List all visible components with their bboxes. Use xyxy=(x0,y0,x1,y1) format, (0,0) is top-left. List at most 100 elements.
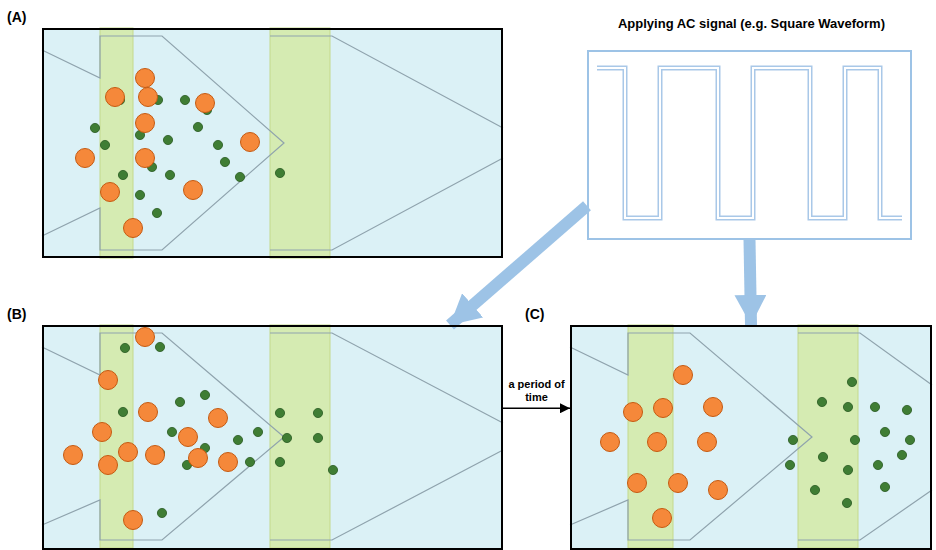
particles xyxy=(76,69,285,238)
small-particle xyxy=(235,172,244,181)
small-particle xyxy=(873,460,882,469)
large-particle xyxy=(139,403,158,422)
large-particle xyxy=(704,398,723,417)
small-particle xyxy=(850,435,859,444)
large-particle xyxy=(136,114,155,133)
small-particle xyxy=(220,157,229,166)
large-particle xyxy=(179,428,198,447)
square-waveform xyxy=(597,68,902,218)
large-particle xyxy=(648,433,667,452)
large-particle xyxy=(99,456,118,475)
panel-a-drawing xyxy=(42,28,503,258)
small-particle xyxy=(843,465,852,474)
electrode-outline xyxy=(798,333,932,385)
large-particle xyxy=(136,149,155,168)
small-particle xyxy=(118,407,127,416)
panel-a: (A) xyxy=(42,28,503,258)
large-particle xyxy=(146,446,165,465)
block-arrow xyxy=(750,240,752,325)
channel-ground xyxy=(42,325,503,548)
small-particle xyxy=(880,482,889,491)
small-particle xyxy=(245,457,254,466)
small-particle xyxy=(275,168,284,177)
small-particle xyxy=(165,170,174,179)
small-particle xyxy=(842,498,851,507)
large-particle xyxy=(654,399,673,418)
panel-label: (B) xyxy=(7,306,26,322)
small-particle xyxy=(897,450,906,459)
electrode-outline xyxy=(270,333,503,423)
large-particle xyxy=(209,409,228,428)
large-particle xyxy=(119,443,138,462)
small-particle xyxy=(275,457,284,466)
small-particle xyxy=(905,435,914,444)
large-particle xyxy=(93,423,112,442)
small-particle xyxy=(167,427,176,436)
small-particle xyxy=(328,465,337,474)
small-particle xyxy=(788,435,797,444)
large-particle xyxy=(219,453,238,472)
small-particle xyxy=(200,390,209,399)
edge-label: a period of time xyxy=(505,378,569,403)
small-particle xyxy=(100,140,109,149)
waveform-inner xyxy=(597,68,902,218)
small-particle xyxy=(180,95,189,104)
small-particle xyxy=(253,427,262,436)
small-particle xyxy=(135,190,144,199)
panel-b: (B) xyxy=(42,325,503,550)
large-particle xyxy=(76,149,95,168)
large-particle xyxy=(106,88,125,107)
electrode-outline xyxy=(42,36,284,250)
small-particle xyxy=(818,452,827,461)
small-particle xyxy=(157,508,166,517)
particles xyxy=(64,328,338,530)
electrode-outline xyxy=(270,450,503,540)
small-particle xyxy=(810,485,819,494)
panel-c: (C) xyxy=(570,325,932,550)
arrow xyxy=(503,408,570,410)
large-particle xyxy=(124,219,143,238)
small-particle xyxy=(870,402,879,411)
large-particle xyxy=(189,449,208,468)
electrode-outline xyxy=(270,36,503,128)
small-particle xyxy=(213,140,222,149)
electrode-band xyxy=(798,325,858,548)
small-particle xyxy=(120,343,129,352)
large-particle xyxy=(601,433,620,452)
panel-b-drawing xyxy=(42,325,503,548)
large-particle xyxy=(136,328,155,347)
small-particle xyxy=(785,460,794,469)
small-particle xyxy=(163,135,172,144)
large-particle xyxy=(674,366,693,385)
small-particle xyxy=(90,123,99,132)
large-particle xyxy=(653,509,672,528)
electrode-band xyxy=(270,325,330,548)
small-particle xyxy=(282,433,291,442)
electrode-outline xyxy=(270,158,503,250)
small-particle xyxy=(233,435,242,444)
small-particle xyxy=(155,342,164,351)
particles xyxy=(601,366,915,528)
channel-ground xyxy=(570,325,932,548)
large-particle xyxy=(64,446,83,465)
large-particle xyxy=(669,474,688,493)
electrode-band xyxy=(270,28,330,258)
electrode-outline xyxy=(570,333,812,540)
channel-ground xyxy=(42,28,503,258)
figure-title: Applying AC signal (e.g. Square Waveform… xyxy=(618,16,885,31)
large-particle xyxy=(101,183,120,202)
panel-c-drawing xyxy=(570,325,932,548)
small-particle xyxy=(313,433,322,442)
large-particle xyxy=(124,511,143,530)
waveform-box: Applying AC signal (e.g. Square Waveform… xyxy=(587,50,912,240)
large-particle xyxy=(709,481,728,500)
large-particle xyxy=(241,133,260,152)
small-particle xyxy=(843,402,852,411)
waveform-outer xyxy=(597,68,902,218)
large-particle xyxy=(196,94,215,113)
small-particle xyxy=(152,208,161,217)
small-particle xyxy=(175,397,184,406)
